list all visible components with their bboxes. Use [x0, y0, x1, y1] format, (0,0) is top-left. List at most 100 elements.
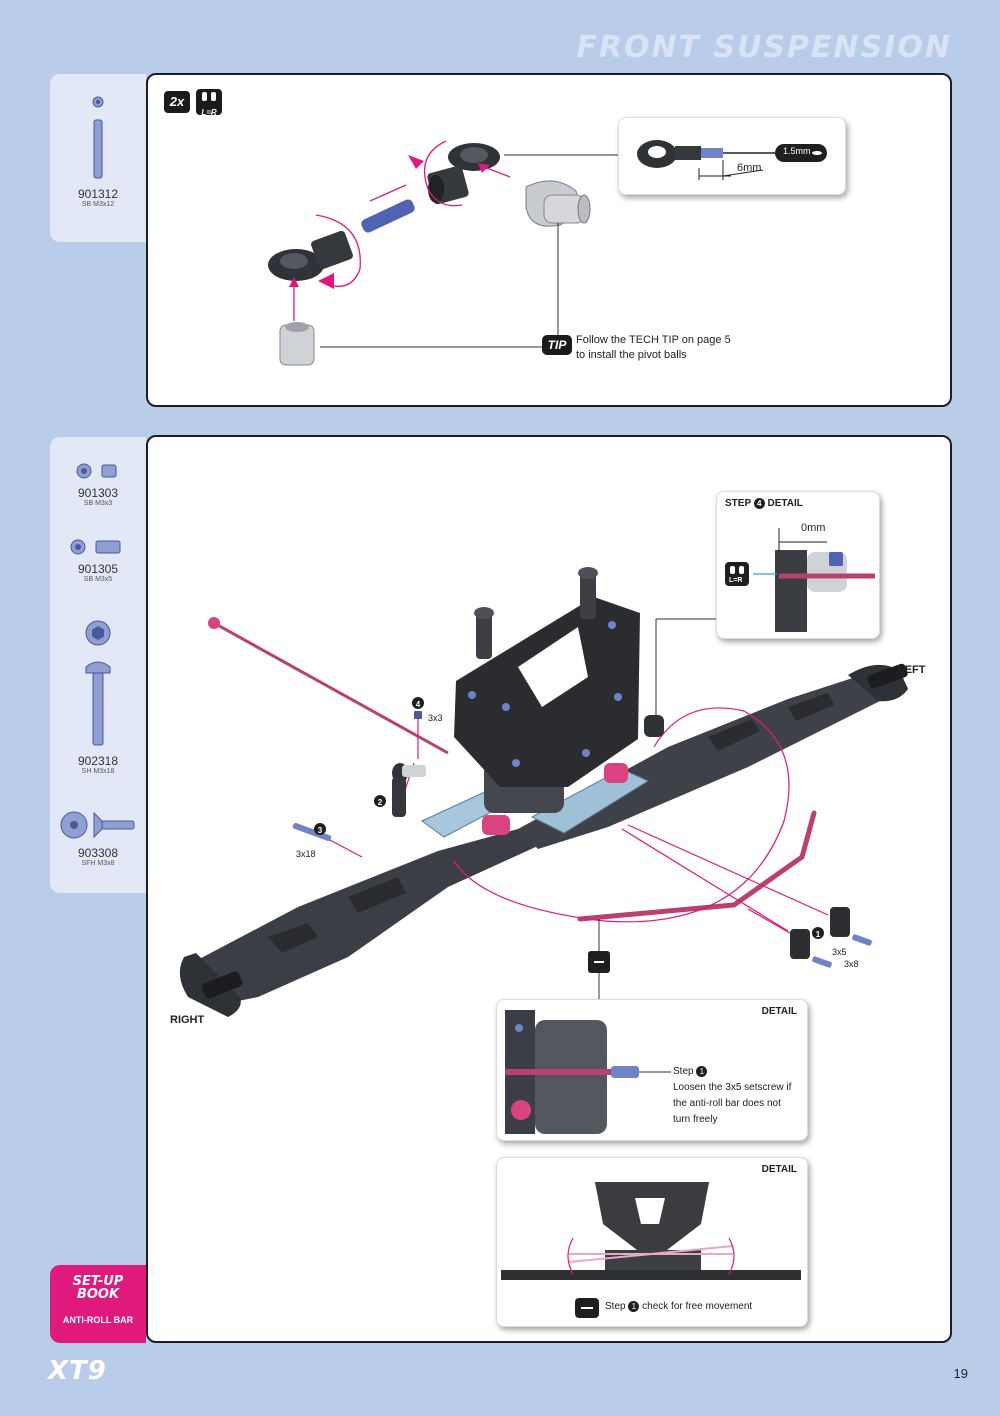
lr-badge: L=R — [196, 89, 222, 117]
screw-3x8-label: 3x8 — [844, 959, 859, 969]
detail-movement-illustration — [501, 1182, 801, 1318]
detail-text-line-2: the anti-roll bar does not — [673, 1098, 781, 1109]
setscrew-icon — [76, 463, 117, 479]
pivot-collar — [604, 763, 628, 783]
detail-setscrew-illustration — [505, 1010, 671, 1134]
detail-setscrew-callout: DETAIL Step 1 Loosen the 3x5 setscrew if… — [496, 999, 808, 1141]
page-title: FRONT SUSPENSION — [576, 30, 952, 65]
step-number-1-text: 1 — [816, 930, 821, 939]
screw-3x3-label: 3x3 — [428, 713, 443, 723]
page-number: 19 — [953, 1366, 968, 1381]
step-number-3 — [314, 823, 326, 835]
hex-driver-illustration — [637, 140, 827, 180]
pivot-collar — [482, 815, 510, 835]
brand-logo: XT9 — [48, 1356, 107, 1386]
step-number-1 — [812, 927, 824, 939]
hex-screw-icon — [85, 620, 111, 746]
part-901303: 901303 SB M3x3 — [50, 461, 146, 507]
drive-shaft — [213, 621, 449, 755]
parts-sidebar-step1: 901312 SB M3x12 — [50, 74, 146, 242]
screw-icon — [92, 96, 104, 179]
detail-movement-text: Step 1 check for free movement — [605, 1301, 752, 1312]
part-901305: 901305 SB M3x5 — [50, 537, 146, 583]
ball-end-top — [427, 143, 500, 205]
parts-sidebar-step2: 901303 SB M3x3 901305 SB M3x5 902318 SH … — [50, 437, 146, 893]
roll-bar-block — [830, 907, 850, 937]
detail-step-number: 4 — [753, 498, 765, 509]
ball-end-assembly — [392, 763, 426, 817]
detail-setscrew-text: Step 1 Loosen the 3x5 setscrew if the an… — [673, 1064, 791, 1128]
step-number-2-text: 2 — [378, 798, 383, 807]
screw-3x3 — [414, 711, 422, 719]
part-desc: SB M3x3 — [83, 500, 113, 507]
step2-illustration: 4 2 3 1 3x3 3x18 3x5 3x8 LEFT RIGHT — [170, 567, 926, 1081]
detail-title: DETAIL — [761, 1164, 797, 1175]
tool-size-label: 1.5mm — [783, 146, 811, 156]
step4-detail-callout: STEP 4 DETAIL L=R 0mm — [716, 491, 880, 639]
dimension-label: 0mm — [801, 522, 826, 534]
part-903308: 903308 SFH M3x8 — [50, 809, 146, 867]
detail-movement-callout: DETAIL Step 1 check for free movement — [496, 1157, 808, 1327]
part-number: 903308 — [77, 846, 119, 860]
section-label: ANTI-ROLL BAR — [62, 1315, 134, 1325]
detail-title: DETAIL — [761, 1006, 797, 1017]
anti-roll-bar — [577, 810, 817, 922]
part-desc: SFH M3x8 — [81, 860, 115, 867]
setup-book-tag: SET-UP BOOK ANTI-ROLL BAR — [50, 1265, 146, 1343]
pivot-ball — [525, 180, 591, 227]
part-901312: 901312 SB M3x12 — [50, 92, 146, 208]
part-desc: SB M3x12 — [81, 201, 115, 208]
lr-text: L=R — [729, 577, 743, 584]
flat-head-screw-icon — [60, 811, 135, 839]
tip-line-1: Follow the TECH TIP on page 5 — [576, 334, 731, 346]
screw-3x18 — [292, 822, 332, 842]
detail-text: check for free movement — [642, 1301, 753, 1312]
step4-detail-title: STEP 4 DETAIL — [725, 498, 803, 509]
left-label: LEFT — [898, 664, 926, 676]
part-number: 901305 — [77, 562, 119, 576]
setscrew-icon — [70, 539, 121, 555]
step-label: Step — [673, 1066, 694, 1077]
right-label: RIGHT — [170, 1014, 205, 1026]
detail-text-line-1: Loosen the 3x5 setscrew if — [673, 1082, 792, 1093]
part-desc: SB M3x5 — [83, 576, 113, 583]
ball-end-bottom — [268, 230, 353, 281]
pivot-ball-left — [644, 715, 664, 737]
tip-text: Follow the TECH TIP on page 5 to install… — [576, 333, 731, 363]
left-suspension-arm — [518, 663, 908, 849]
detail-text-line-3: turn freely — [673, 1114, 718, 1125]
step-number-2 — [374, 795, 386, 807]
part-number: 901303 — [77, 486, 119, 500]
step-number: 1 — [696, 1066, 708, 1077]
part-desc: SH M3x18 — [81, 768, 115, 775]
step-number-4-text: 4 — [416, 700, 421, 709]
part-number: 902318 — [77, 754, 119, 768]
dimension-label: 6mm — [737, 162, 762, 174]
shock-tower — [454, 567, 640, 787]
step1-illustration — [268, 140, 620, 366]
roll-bar-block — [790, 929, 810, 959]
part-number: 901312 — [77, 187, 119, 201]
step4-detail-illustration — [725, 528, 875, 632]
lr-icon — [202, 92, 216, 101]
setup-book-line-1: SET-UP — [72, 1274, 124, 1289]
step-label: Step — [605, 1301, 626, 1312]
step-number: 1 — [628, 1301, 640, 1312]
step2-panel: 4 2 3 1 3x3 3x18 3x5 3x8 LEFT RIGHT STEP… — [146, 435, 952, 1343]
detail-title-suffix: DETAIL — [767, 498, 803, 509]
step1-panel: 2x L=R — [146, 73, 952, 407]
screw-3x5-label: 3x5 — [832, 947, 847, 957]
screw-3x18-label: 3x18 — [296, 849, 316, 859]
setup-book-line-2: BOOK — [76, 1287, 120, 1302]
step-number-3-text: 3 — [318, 826, 323, 835]
tip-line-2: to install the pivot balls — [576, 349, 687, 361]
tool-callout: 1.5mm 6mm — [618, 117, 846, 195]
part-902318: 902318 SH M3x18 — [50, 617, 146, 775]
tip-badge: TIP — [542, 335, 572, 355]
step-number-4 — [412, 697, 424, 709]
right-suspension-arm — [179, 829, 540, 1017]
pivot-ball-bottom — [279, 322, 315, 366]
detail-title-step: STEP — [725, 498, 751, 509]
threaded-rod — [361, 199, 415, 233]
lr-text: L=R — [201, 108, 217, 117]
